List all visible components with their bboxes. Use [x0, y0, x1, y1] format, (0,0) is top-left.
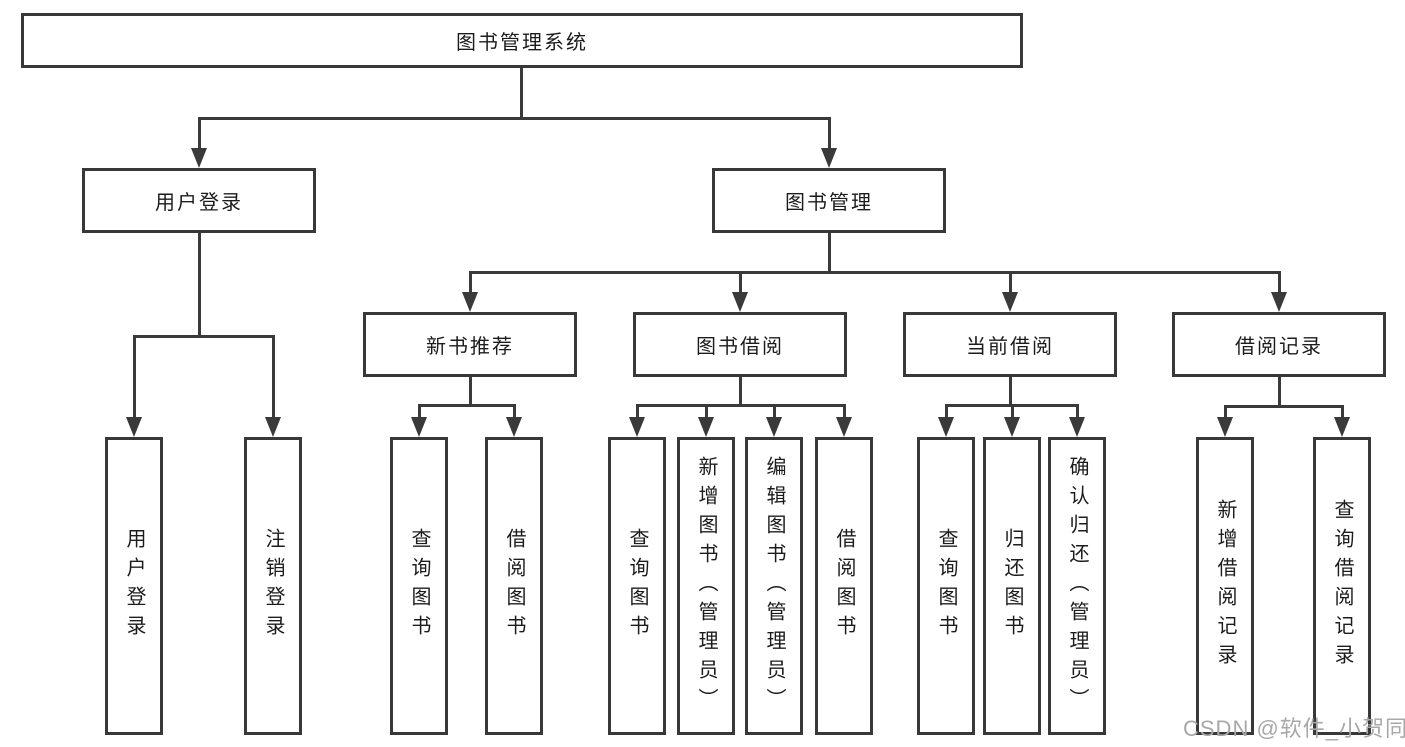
- leaf-logout: 注销登录: [244, 437, 302, 735]
- node-label: 确认归还（管理员）: [1066, 455, 1088, 717]
- arrow-down-icon: [698, 417, 714, 437]
- connector-line: [739, 271, 742, 294]
- connector-line: [272, 335, 275, 419]
- connector-line: [1224, 405, 1227, 419]
- arrow-down-icon: [411, 417, 427, 437]
- node-label: 借阅图书: [503, 528, 525, 644]
- arrow-down-icon: [629, 417, 645, 437]
- connector-line: [843, 404, 846, 419]
- node-label: 新增借阅记录: [1214, 499, 1236, 673]
- node-book-mgmt: 图书管理: [712, 168, 946, 233]
- arrow-down-icon: [1271, 292, 1287, 312]
- connector-line: [418, 404, 421, 419]
- connector-line: [739, 375, 742, 406]
- node-user-login: 用户登录: [82, 168, 316, 233]
- arrow-down-icon: [126, 417, 142, 437]
- node-book-mgmt-system: 图书管理系统: [21, 13, 1023, 68]
- connector-line: [520, 68, 523, 119]
- node-label: 查询图书: [626, 528, 648, 644]
- connector-line: [1278, 271, 1281, 294]
- connector-line: [513, 404, 516, 419]
- connector-line: [133, 335, 136, 419]
- connector-line: [198, 232, 201, 337]
- node-label: 编辑图书（管理员）: [763, 455, 785, 717]
- connector-line: [198, 117, 201, 150]
- connector-line: [773, 404, 776, 419]
- leaf-bb-add-books-admin: 新增图书（管理员）: [677, 437, 735, 735]
- node-label: 用户登录: [123, 528, 145, 644]
- node-new-book-recommend: 新书推荐: [363, 312, 577, 377]
- arrow-down-icon: [938, 417, 954, 437]
- arrow-down-icon: [1004, 417, 1020, 437]
- connector-line: [945, 404, 948, 419]
- arrow-down-icon: [1217, 417, 1233, 437]
- arrow-down-icon: [462, 292, 478, 312]
- node-label: 借阅记录: [1235, 336, 1323, 358]
- node-label: 图书管理: [785, 192, 873, 214]
- connector-line: [469, 271, 1281, 274]
- connector-line: [828, 117, 831, 150]
- node-label: 归还图书: [1001, 528, 1023, 644]
- arrow-down-icon: [191, 148, 207, 168]
- leaf-br-query-record: 查询借阅记录: [1313, 437, 1371, 735]
- arrow-down-icon: [732, 292, 748, 312]
- connector-line: [469, 271, 472, 294]
- connector-line: [1009, 375, 1012, 406]
- leaf-cb-confirm-return-admin: 确认归还（管理员）: [1048, 437, 1106, 735]
- leaf-nb-borrow-books: 借阅图书: [485, 437, 543, 735]
- node-label: 新书推荐: [426, 336, 514, 358]
- connector-line: [1224, 405, 1344, 408]
- arrow-down-icon: [836, 417, 852, 437]
- connector-line: [1076, 404, 1079, 419]
- node-label: 查询借阅记录: [1331, 499, 1353, 673]
- connector-line: [133, 335, 275, 338]
- node-current-borrow: 当前借阅: [903, 312, 1117, 377]
- connector-line: [1009, 271, 1012, 294]
- node-label: 图书管理系统: [456, 32, 588, 54]
- leaf-nb-query-books: 查询图书: [390, 437, 448, 735]
- node-label: 查询图书: [408, 528, 430, 644]
- arrow-down-icon: [265, 417, 281, 437]
- connector-line: [1011, 404, 1014, 419]
- leaf-br-add-record: 新增借阅记录: [1196, 437, 1254, 735]
- node-label: 注销登录: [262, 528, 284, 644]
- arrow-down-icon: [1334, 417, 1350, 437]
- leaf-bb-query-books: 查询图书: [608, 437, 666, 735]
- node-label: 新增图书（管理员）: [695, 455, 717, 717]
- arrow-down-icon: [1002, 292, 1018, 312]
- leaf-bb-edit-books-admin: 编辑图书（管理员）: [745, 437, 803, 735]
- connector-line: [1278, 375, 1281, 407]
- leaf-bb-borrow-books: 借阅图书: [815, 437, 873, 735]
- node-label: 图书借阅: [696, 336, 784, 358]
- connector-line: [828, 232, 831, 273]
- arrow-down-icon: [506, 417, 522, 437]
- csdn-watermark: CSDN @软件_小贺同学: [1183, 716, 1405, 741]
- node-label: 借阅图书: [833, 528, 855, 644]
- node-borrow-records: 借阅记录: [1172, 312, 1386, 377]
- connector-line: [198, 117, 831, 120]
- arrow-down-icon: [821, 148, 837, 168]
- connector-line: [636, 404, 639, 419]
- leaf-cb-return-books: 归还图书: [983, 437, 1041, 735]
- leaf-user-login: 用户登录: [105, 437, 163, 735]
- node-book-borrow: 图书借阅: [633, 312, 847, 377]
- connector-line: [469, 375, 472, 406]
- arrow-down-icon: [766, 417, 782, 437]
- connector-line: [418, 404, 516, 407]
- connector-line: [636, 404, 846, 407]
- node-label: 当前借阅: [966, 336, 1054, 358]
- connector-line: [705, 404, 708, 419]
- node-label: 查询图书: [935, 528, 957, 644]
- node-label: 用户登录: [155, 192, 243, 214]
- leaf-cb-query-books: 查询图书: [917, 437, 975, 735]
- connector-line: [1341, 405, 1344, 419]
- arrow-down-icon: [1069, 417, 1085, 437]
